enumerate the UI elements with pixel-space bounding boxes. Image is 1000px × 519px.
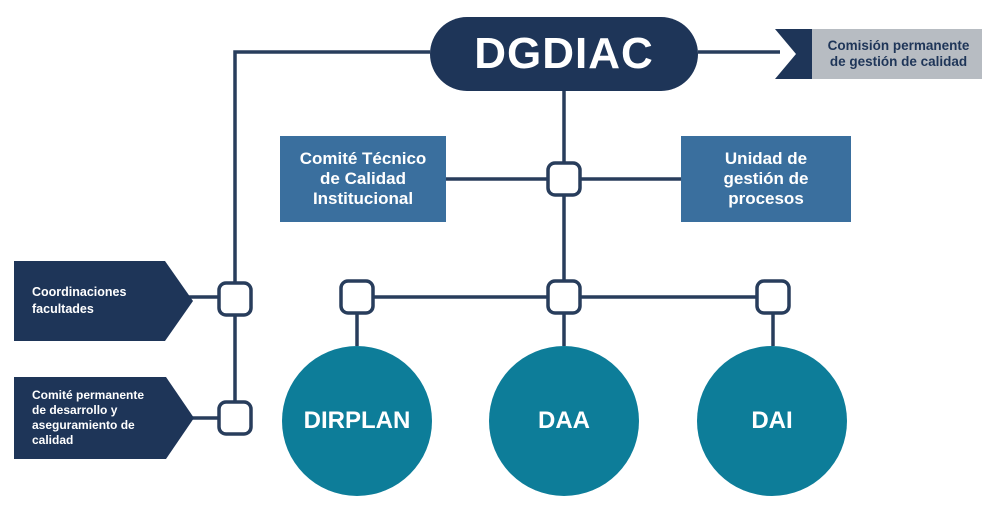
dai-text: DAI xyxy=(751,407,793,434)
comision-line-2: de gestión de calidad xyxy=(829,54,968,69)
dgdiac-label: DGDIAC xyxy=(430,17,698,91)
dirplan-label: DIRPLAN xyxy=(282,346,432,496)
comite-perm-arrow-box xyxy=(14,377,194,459)
coordinaciones-label: Coordinaciones facultades xyxy=(14,261,179,341)
comite-permanente-label: Comité permanente de desarrollo y asegur… xyxy=(14,377,184,459)
unidad-box xyxy=(681,136,851,222)
comision-tab xyxy=(775,29,812,79)
unidad-line-1: Unidad de xyxy=(724,149,808,168)
comite-permanente-line-2: de desarrollo y xyxy=(32,403,118,417)
coordinaciones-line-2: facultades xyxy=(32,302,94,316)
dai-circle xyxy=(697,346,847,496)
dgdiac-pill xyxy=(430,17,698,91)
connector-node-comite-permanente xyxy=(217,400,253,436)
dai-label: DAI xyxy=(697,346,847,496)
coord-arrow-box xyxy=(14,261,193,341)
dirplan-circle xyxy=(282,346,432,496)
dirplan-text: DIRPLAN xyxy=(303,407,411,434)
daa-circle xyxy=(489,346,639,496)
daa-label: DAA xyxy=(489,346,639,496)
comite-tecnico-box xyxy=(280,136,446,222)
comite-permanente-line-4: calidad xyxy=(32,433,74,447)
comite-tecnico-line-2: de Calidad xyxy=(320,169,406,188)
unidad-line-3: procesos xyxy=(728,189,804,208)
connector-node-hub-top xyxy=(546,161,582,197)
connector-node-dirplan xyxy=(339,279,375,315)
coordinaciones-line-1: Coordinaciones xyxy=(32,285,127,299)
comite-tecnico-label: Comité Técnico de Calidad Institucional xyxy=(280,136,446,222)
comite-tecnico-line-1: Comité Técnico xyxy=(299,149,427,168)
comision-label: Comisión permanente de gestión de calida… xyxy=(812,33,985,75)
connector-node-dai xyxy=(755,279,791,315)
comision-box xyxy=(812,29,982,79)
comision-line-1: Comisión permanente xyxy=(827,38,970,53)
connector-node-hub-middle xyxy=(546,279,582,315)
dgdiac-text: DGDIAC xyxy=(474,29,654,78)
daa-text: DAA xyxy=(538,407,590,434)
comite-permanente-line-1: Comité permanente xyxy=(32,388,145,402)
comite-permanente-line-3: aseguramiento de xyxy=(32,418,135,432)
connector-node-coordinaciones xyxy=(217,281,253,317)
unidad-line-2: gestión de xyxy=(723,169,809,188)
unidad-label: Unidad de gestión de procesos xyxy=(681,136,851,222)
comite-tecnico-line-3: Institucional xyxy=(312,189,414,208)
